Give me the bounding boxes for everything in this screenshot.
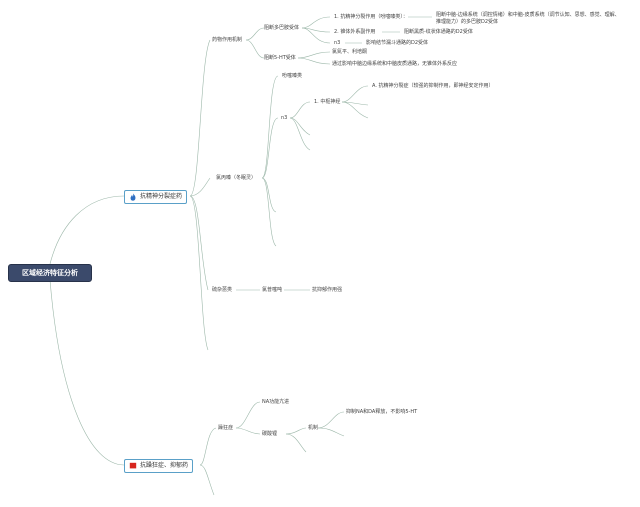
branch-antipsychotics[interactable]: 抗精神分裂症药 (124, 190, 188, 204)
root-node[interactable]: 区域经济特征分析 (8, 264, 92, 282)
node-tuberoinfundibular-d2[interactable]: 影响结节漏斗通路的D2受体 (366, 40, 429, 46)
node-5ht-receptor-block[interactable]: 阻断5-HT受体 (264, 55, 296, 61)
node-dopamine-receptor-block[interactable]: 阻断多巴胺受体 (264, 25, 300, 31)
branch-antimanic-antidepressants[interactable]: 抗躁狂症、抑郁药 (124, 459, 194, 473)
node-clozapine-risperidone[interactable]: 氯氮平、利培酮 (332, 49, 368, 55)
branch-label: 抗精神分裂症药 (140, 193, 183, 200)
node-drug-mechanism[interactable]: 药物作用机制 (212, 37, 243, 43)
node-no-eps-reaction[interactable]: 通过影响中脑边缘系统和中脑皮质通路，无锥体外系反应 (332, 61, 458, 67)
node-antipsychotic-effect[interactable]: 1. 抗精神分裂作用（吩噻嗪类）： (334, 14, 408, 20)
flame-icon (130, 193, 136, 201)
node-n3-pharmacology[interactable]: n3 (281, 115, 288, 121)
node-strong-antidepressant[interactable]: 抗抑郁作用强 (312, 287, 343, 293)
node-mesolimbic-d2-detail[interactable]: 阻断中脑-边缘系统（调控情绪）和中脑-皮质系统（调节认知、思想、感觉、理解、推理… (436, 12, 620, 25)
node-extrapyramidal-effect[interactable]: 2. 锥体外系副作用 (334, 29, 376, 35)
branch-label: 抗躁狂症、抑郁药 (140, 462, 189, 469)
node-n3[interactable]: n3 (334, 40, 341, 46)
node-chlorprothixene[interactable]: 氯普噻吨 (262, 287, 283, 293)
node-lithium-carbonate[interactable]: 碳酸锂 (262, 431, 278, 437)
node-phenothiazines[interactable]: 吩噻嗪类 (282, 73, 303, 79)
node-antischizophrenia-detail[interactable]: A. 抗精神分裂症（较强的抑制作用，即神经安定作用） (372, 83, 494, 89)
node-central-nervous[interactable]: 1. 中枢神经 (314, 99, 341, 105)
node-mania[interactable]: 躁狂症 (218, 425, 234, 431)
red-flag-icon (129, 462, 137, 469)
node-nigrostriatal-d2[interactable]: 阻断黑质-纹状体通路的D2受体 (404, 29, 473, 35)
node-na-hyperfunction[interactable]: NA功能亢进 (262, 399, 290, 405)
node-thioxanthenes[interactable]: 硫杂蒽类 (212, 287, 233, 293)
node-inhibit-na-da-release[interactable]: 抑制NA和DA释放，不影响5-HT (346, 409, 418, 415)
node-chlorpromazine[interactable]: 氯丙嗪（冬眠灵） (216, 175, 257, 181)
node-mechanism[interactable]: 机制 (308, 425, 319, 431)
